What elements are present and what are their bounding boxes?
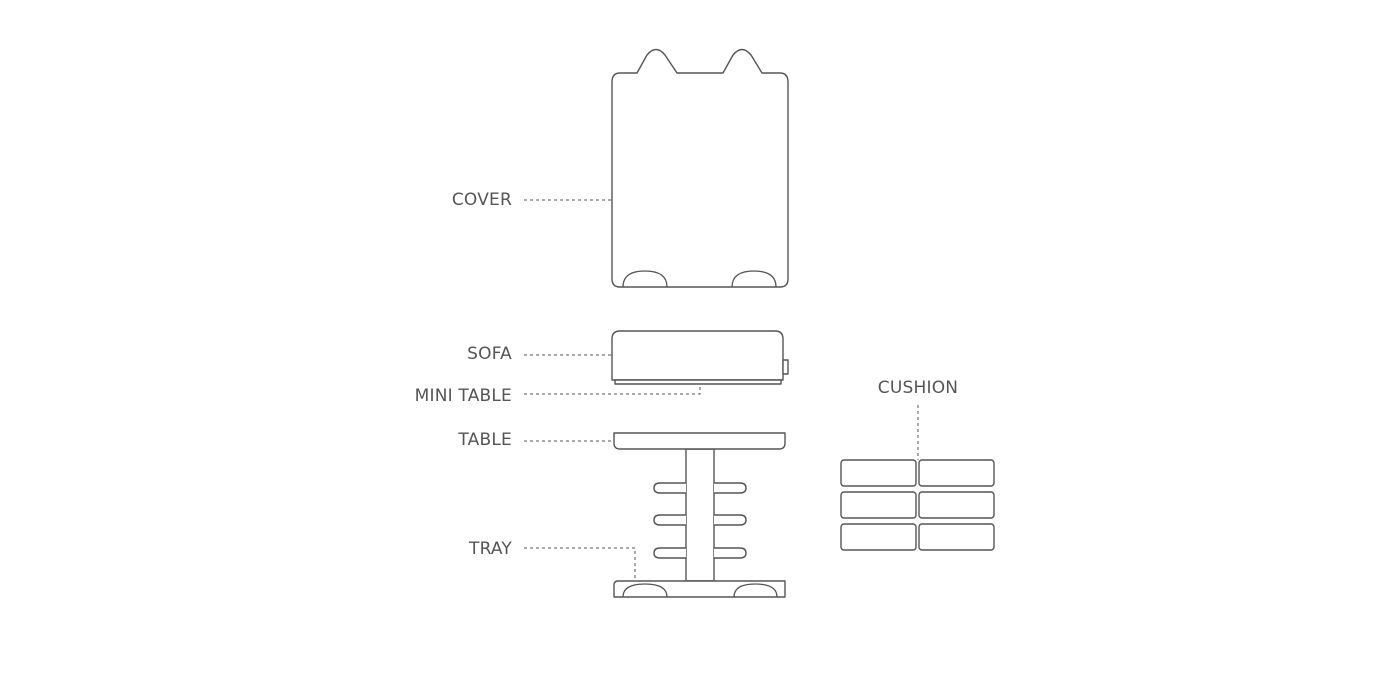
- cushion-r1-c2: [918, 459, 995, 487]
- mini-table-leader-line: [524, 384, 701, 395]
- table-part: [613, 432, 786, 582]
- shelf-arm-left-1: [653, 482, 686, 494]
- cushion-r2-c2: [918, 491, 995, 519]
- cover-part: [611, 48, 789, 288]
- table-top: [613, 432, 786, 450]
- shelf-arm-right-1: [714, 482, 747, 494]
- mini-table-part: [614, 379, 782, 385]
- shelf-arm-right-3: [714, 547, 747, 559]
- label-sofa: SOFA: [467, 344, 512, 364]
- label-cushion: CUSHION: [877, 378, 959, 398]
- cushion-r2-c1: [840, 491, 917, 519]
- shelf-arm-right-2: [714, 514, 747, 526]
- sofa-part: [611, 330, 789, 381]
- sofa-side-tab: [782, 359, 789, 375]
- tray-left-foot: [622, 583, 668, 598]
- label-cover: COVER: [451, 190, 512, 210]
- label-tray: TRAY: [468, 539, 512, 559]
- tray-right-foot: [733, 583, 778, 598]
- cushion-r1-c1: [840, 459, 917, 487]
- shelf-arm-left-2: [653, 514, 686, 526]
- cushion-r3-c2: [918, 523, 995, 551]
- cover-left-foot-cutout: [622, 270, 668, 288]
- cushion-part: [840, 459, 995, 551]
- tray-part: [613, 580, 786, 598]
- label-table: TABLE: [458, 430, 512, 450]
- label-mini-table: MINI TABLE: [414, 386, 512, 406]
- cover-right-foot-cutout: [731, 270, 777, 288]
- shelf-arm-left-3: [653, 547, 686, 559]
- table-column: [685, 448, 715, 582]
- cushion-r3-c1: [840, 523, 917, 551]
- tray-leader-line: [524, 547, 636, 581]
